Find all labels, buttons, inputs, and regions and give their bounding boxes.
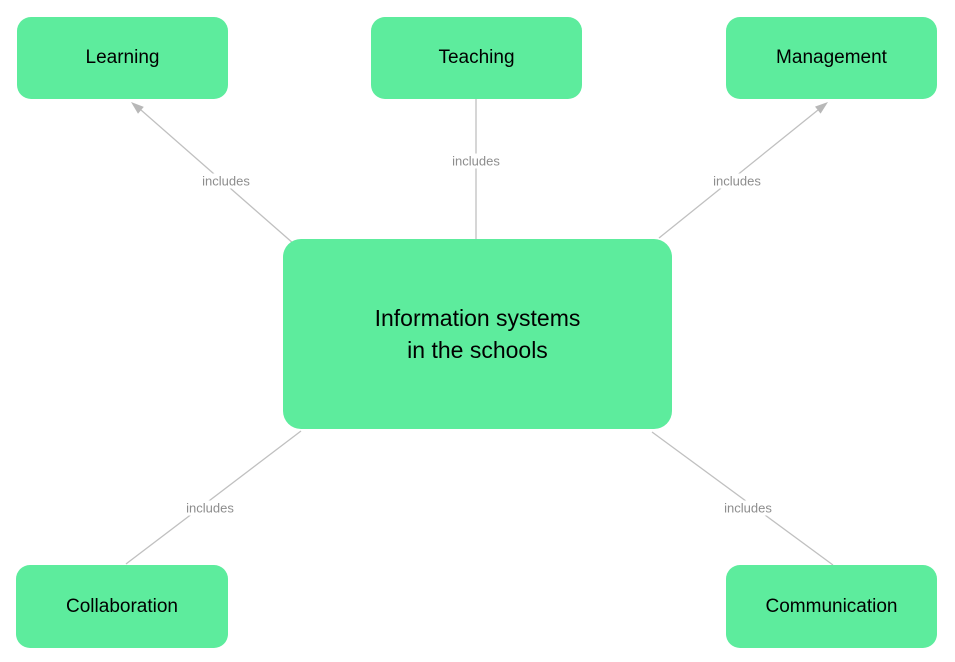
edge-label-learning: includes — [198, 173, 254, 189]
node-collaboration-label: Collaboration — [66, 595, 178, 617]
node-learning[interactable]: Learning — [17, 17, 228, 99]
arrowhead-learning-icon — [131, 102, 144, 114]
node-communication-label: Communication — [765, 595, 898, 617]
node-teaching-label: Teaching — [438, 47, 515, 68]
node-learning-label: Learning — [85, 47, 160, 68]
edge-communication — [651, 431, 834, 566]
center-label-line1: Information systems — [374, 304, 581, 331]
center-label-line2: in the schools — [407, 337, 548, 363]
node-collaboration[interactable]: Collaboration — [16, 565, 228, 648]
node-management[interactable]: Management — [726, 17, 937, 99]
edge-collaboration — [125, 430, 302, 565]
node-management-label: Management — [776, 47, 887, 68]
edge-label-collaboration: includes — [182, 500, 238, 516]
edge-label-teaching: includes — [448, 153, 504, 169]
node-teaching[interactable]: Teaching — [371, 17, 582, 99]
arrowhead-management-icon — [815, 102, 828, 114]
node-information-systems-label: Information systems in the schools — [375, 302, 581, 366]
node-information-systems[interactable]: Information systems in the schools — [283, 239, 672, 429]
edge-label-communication: includes — [720, 500, 776, 516]
edge-label-management: includes — [709, 173, 765, 189]
node-communication[interactable]: Communication — [726, 565, 937, 648]
